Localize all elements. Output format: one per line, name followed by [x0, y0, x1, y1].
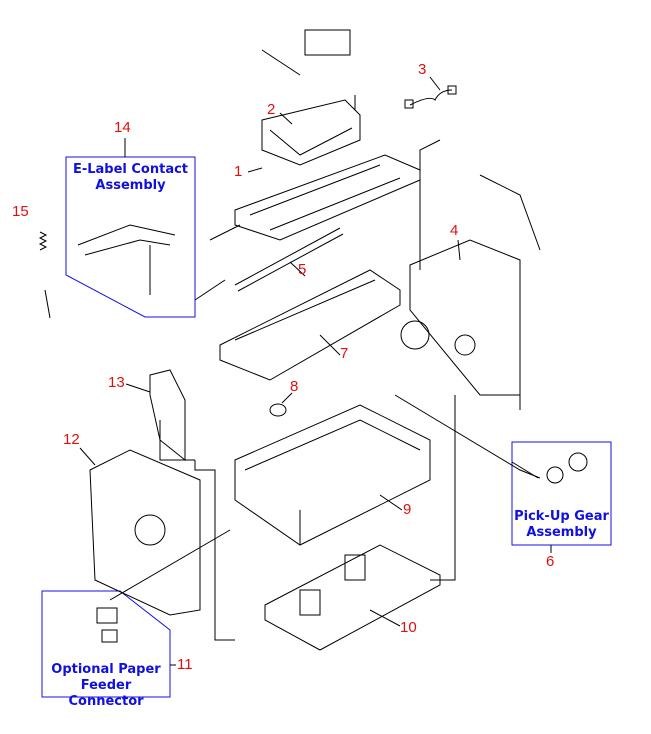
part-13: [149, 369, 186, 462]
part-4-frame: [400, 174, 541, 410]
callout-3: 3: [418, 61, 427, 78]
callout-15: 15: [12, 203, 29, 220]
part-2: [261, 29, 361, 166]
part-7: [219, 269, 401, 381]
part-9-base: [234, 404, 431, 546]
elabel-caption-line2: Assembly: [95, 178, 166, 193]
feeder-caption-line1: Optional Paper: [51, 662, 161, 677]
part-8-roller: [269, 403, 287, 417]
callout-6: 6: [546, 553, 555, 570]
part-15-spring: [38, 231, 48, 251]
callout-13: 13: [108, 374, 125, 391]
callout-4: 4: [450, 222, 459, 239]
part-14-contents: [77, 224, 176, 295]
callout-12: 12: [63, 431, 80, 448]
pickup-box: [511, 441, 612, 546]
callout-11: 11: [177, 656, 193, 673]
part-6-gears: [511, 452, 588, 484]
part-3-cable: [404, 85, 457, 109]
part-1-frame: [234, 154, 421, 241]
part-11-connector: [96, 607, 118, 643]
elabel-box: [65, 156, 196, 318]
callout-9: 9: [403, 501, 412, 518]
elabel-caption-line1: E-Label Contact: [72, 162, 189, 177]
part-10-board: [264, 544, 441, 651]
feeder-caption-line2: Feeder Connector: [68, 678, 144, 709]
pickup-caption-line2: Assembly: [526, 525, 597, 540]
callout-14: 14: [114, 119, 131, 136]
callout-7: 7: [340, 345, 349, 362]
elabel-assembly-caption: E-Label Contact Assembly: [66, 162, 195, 194]
callout-8: 8: [290, 378, 299, 395]
part-12-frame: [89, 449, 201, 616]
feeder-box: [41, 590, 171, 698]
callout-10: 10: [400, 619, 417, 636]
screwdriver-part: [44, 289, 51, 319]
callout-1: 1: [234, 163, 243, 180]
callout-2: 2: [267, 101, 276, 118]
pickup-assembly-caption: Pick-Up Gear Assembly: [512, 509, 611, 541]
feeder-connector-caption: Optional Paper Feeder Connector: [42, 662, 170, 710]
pickup-caption-line1: Pick-Up Gear: [514, 509, 609, 524]
callout-5: 5: [298, 261, 307, 278]
part-5-roller: [234, 227, 344, 292]
